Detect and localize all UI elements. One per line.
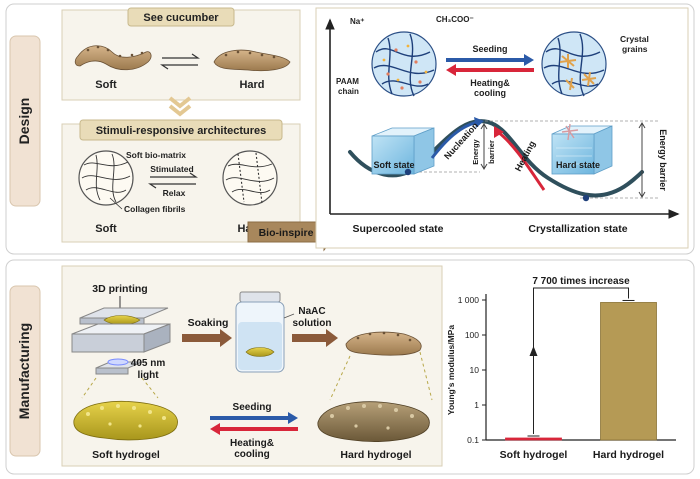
down-chevron-icon	[168, 96, 192, 117]
chart-y-tick-label: 100	[465, 330, 479, 340]
sea-cucumber-title: See cucumber	[143, 12, 219, 24]
chart-category-label: Soft hydrogel	[500, 449, 568, 461]
right-energy-barrier-label: Energy barrier	[658, 129, 668, 191]
heating-arrow-red	[446, 64, 534, 76]
light-label-2: light	[137, 370, 159, 381]
collagen-fibrils-label: Collagen fibrils	[124, 204, 186, 214]
chart-y-tick-label: 0.1	[467, 435, 479, 445]
light-label-1: 405 nm	[131, 358, 166, 369]
chart-y-tick-label: 10	[470, 365, 480, 375]
crystal-grains-label-1: Crystal	[620, 34, 649, 44]
chart-annotation-bracket	[533, 287, 629, 434]
stimuli-title-box	[79, 119, 283, 141]
mfg-heating-arrow	[210, 423, 298, 435]
uv-light-source	[95, 358, 143, 375]
crystal-heating-cooling-label-2: cooling	[474, 88, 506, 98]
soft-hydrogel-label: Soft hydrogel	[92, 449, 160, 461]
chart-y-tick-label: 1	[474, 400, 479, 410]
nucleation-arrowhead	[474, 117, 484, 128]
right-energy-barrier-arrow	[638, 122, 646, 198]
naac-label-1: NaAC	[298, 306, 325, 317]
crystal-grains-circle	[541, 31, 607, 97]
soaking-arrow	[182, 329, 232, 347]
printing-label: 3D printing	[92, 283, 147, 295]
crystallization-state-label: Crystallization state	[528, 223, 627, 235]
hard-sea-cucumber	[213, 49, 291, 72]
soft-matrix-circle	[78, 150, 134, 206]
hard-state-cube	[551, 123, 613, 175]
hard-hydrogel-photo	[317, 401, 430, 442]
sea-cucumber-hard-label: Hard	[239, 79, 264, 91]
acetate-ion-label: CH₃COO⁻	[436, 15, 474, 24]
supercooled-state-label: Supercooled state	[352, 223, 443, 235]
chart-y-axis-label: Young's modulus/MPa	[446, 325, 456, 415]
resin-vat	[71, 323, 171, 353]
soft-state-label: Soft state	[373, 160, 414, 170]
soft-sea-cucumber	[74, 45, 152, 71]
mfg-heating-cooling-label-1: Heating&	[230, 438, 274, 449]
naac-pointer	[283, 313, 295, 319]
relax-label: Relax	[163, 188, 186, 198]
equilibrium-arrows	[160, 53, 200, 70]
mfg-heating-cooling-label-2: cooling	[234, 449, 270, 460]
soft-state-cube	[371, 127, 435, 175]
stimuli-title: Stimuli-responsive architectures	[96, 125, 267, 137]
manufacturing-section-label: Manufacturing	[16, 323, 32, 419]
chart-bar-1	[505, 437, 562, 441]
soaking-label: Soaking	[188, 317, 229, 329]
mfg-seeding-arrow	[210, 412, 298, 424]
mfg-seeding-label: Seeding	[233, 402, 272, 413]
na-ion-label: Na⁺	[350, 17, 364, 26]
process-arrow	[292, 329, 338, 347]
hard-hydrogel-label: Hard hydrogel	[340, 449, 411, 461]
soaked-hydrogel	[345, 331, 422, 356]
soft-state-point	[404, 168, 412, 176]
nucleation-arrow	[430, 120, 479, 159]
paam-chain-label-1: PAAM	[336, 77, 359, 86]
hard-state-point	[582, 194, 590, 202]
axes	[325, 18, 680, 219]
stimuli-soft-label: Soft	[95, 223, 117, 235]
hard-matrix-circle	[222, 150, 278, 206]
naac-label-2: solution	[293, 318, 332, 329]
zoom-guides	[81, 351, 433, 401]
chart-annotation-arrowhead	[529, 346, 538, 356]
sea-cucumber-title-box	[127, 7, 235, 27]
crystal-heating-cooling-label-1: Heating&	[470, 78, 510, 88]
stimuli-arrows	[148, 172, 198, 189]
stimulated-label: Stimulated	[150, 164, 193, 174]
small-energy-barrier-label-2: barrier	[487, 140, 496, 164]
crystal-seeding-label: Seeding	[472, 44, 507, 54]
bio-inspire-label: Bio-inspire	[259, 227, 314, 239]
soft-hydrogel-photo	[73, 401, 178, 441]
small-energy-barrier-arrow	[480, 123, 488, 170]
design-section-label: Design	[16, 98, 32, 145]
collagen-pointer	[109, 197, 123, 210]
paam-chain-label-2: chain	[338, 87, 359, 96]
heating-curve-arrow	[497, 130, 546, 191]
chart-annotation-label: 7 700 times increase	[532, 276, 630, 287]
paam-network-circle	[371, 31, 437, 97]
naac-solution-jar	[235, 291, 285, 373]
hard-state-label: Hard state	[556, 160, 600, 170]
chart-y-tick-label: 1 000	[458, 295, 480, 305]
heating-curve-arrowhead	[494, 126, 504, 138]
seeding-arrow-blue	[446, 54, 534, 66]
sea-cucumber-soft-label: Soft	[95, 79, 117, 91]
small-energy-barrier-label-1: Energy	[471, 138, 480, 164]
chart-bar-2	[600, 302, 657, 441]
manufacturing-section-tab	[9, 285, 41, 457]
soft-bio-matrix-label: Soft bio-matrix	[126, 150, 186, 160]
design-section-tab	[9, 35, 41, 207]
crystal-grains-label-2: grains	[622, 44, 648, 54]
chart-category-label: Hard hydrogel	[593, 449, 664, 461]
